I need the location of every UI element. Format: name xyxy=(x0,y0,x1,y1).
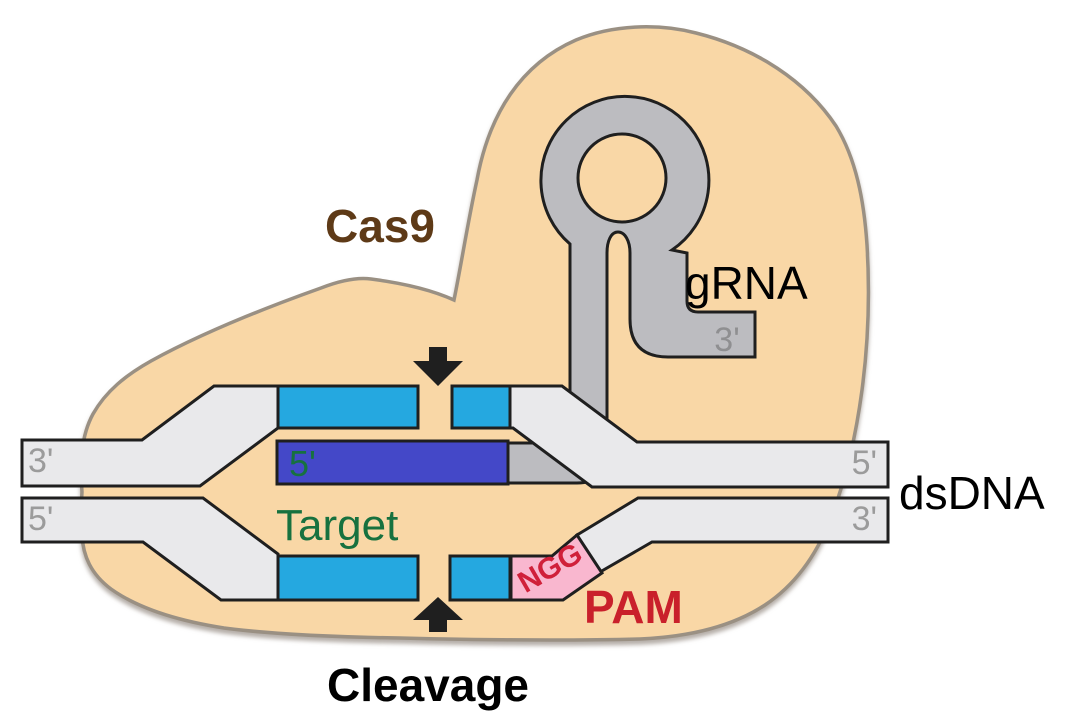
bottom-strand-right-end-label: 3' xyxy=(852,500,877,538)
dsdna-label: dsDNA xyxy=(899,467,1045,519)
spacer-5prime-label: 5' xyxy=(289,443,316,484)
cleavage-label: Cleavage xyxy=(327,659,529,711)
grna-3prime-label: 3' xyxy=(714,321,739,359)
top-strand-left-end-label: 3' xyxy=(28,442,53,480)
pam-label: PAM xyxy=(584,581,683,633)
cas9-label: Cas9 xyxy=(325,200,435,252)
bottom-strand-left-end-label: 5' xyxy=(28,500,53,538)
pam-segment xyxy=(509,532,605,602)
cleavage-arrow-bottom xyxy=(413,597,463,632)
target-segment-top-left xyxy=(276,384,420,430)
target-segment-top-right xyxy=(450,384,512,430)
grna-spacer-segment xyxy=(275,439,510,486)
dna-bottom-strand-left xyxy=(20,496,280,602)
grna-label: gRNA xyxy=(685,257,808,309)
target-label: Target xyxy=(276,501,398,550)
cleavage-arrow-top xyxy=(413,347,463,386)
top-strand-right-end-label: 5' xyxy=(852,444,877,482)
target-segment-bottom-left xyxy=(276,554,420,602)
target-segment-bottom-right xyxy=(448,554,512,602)
